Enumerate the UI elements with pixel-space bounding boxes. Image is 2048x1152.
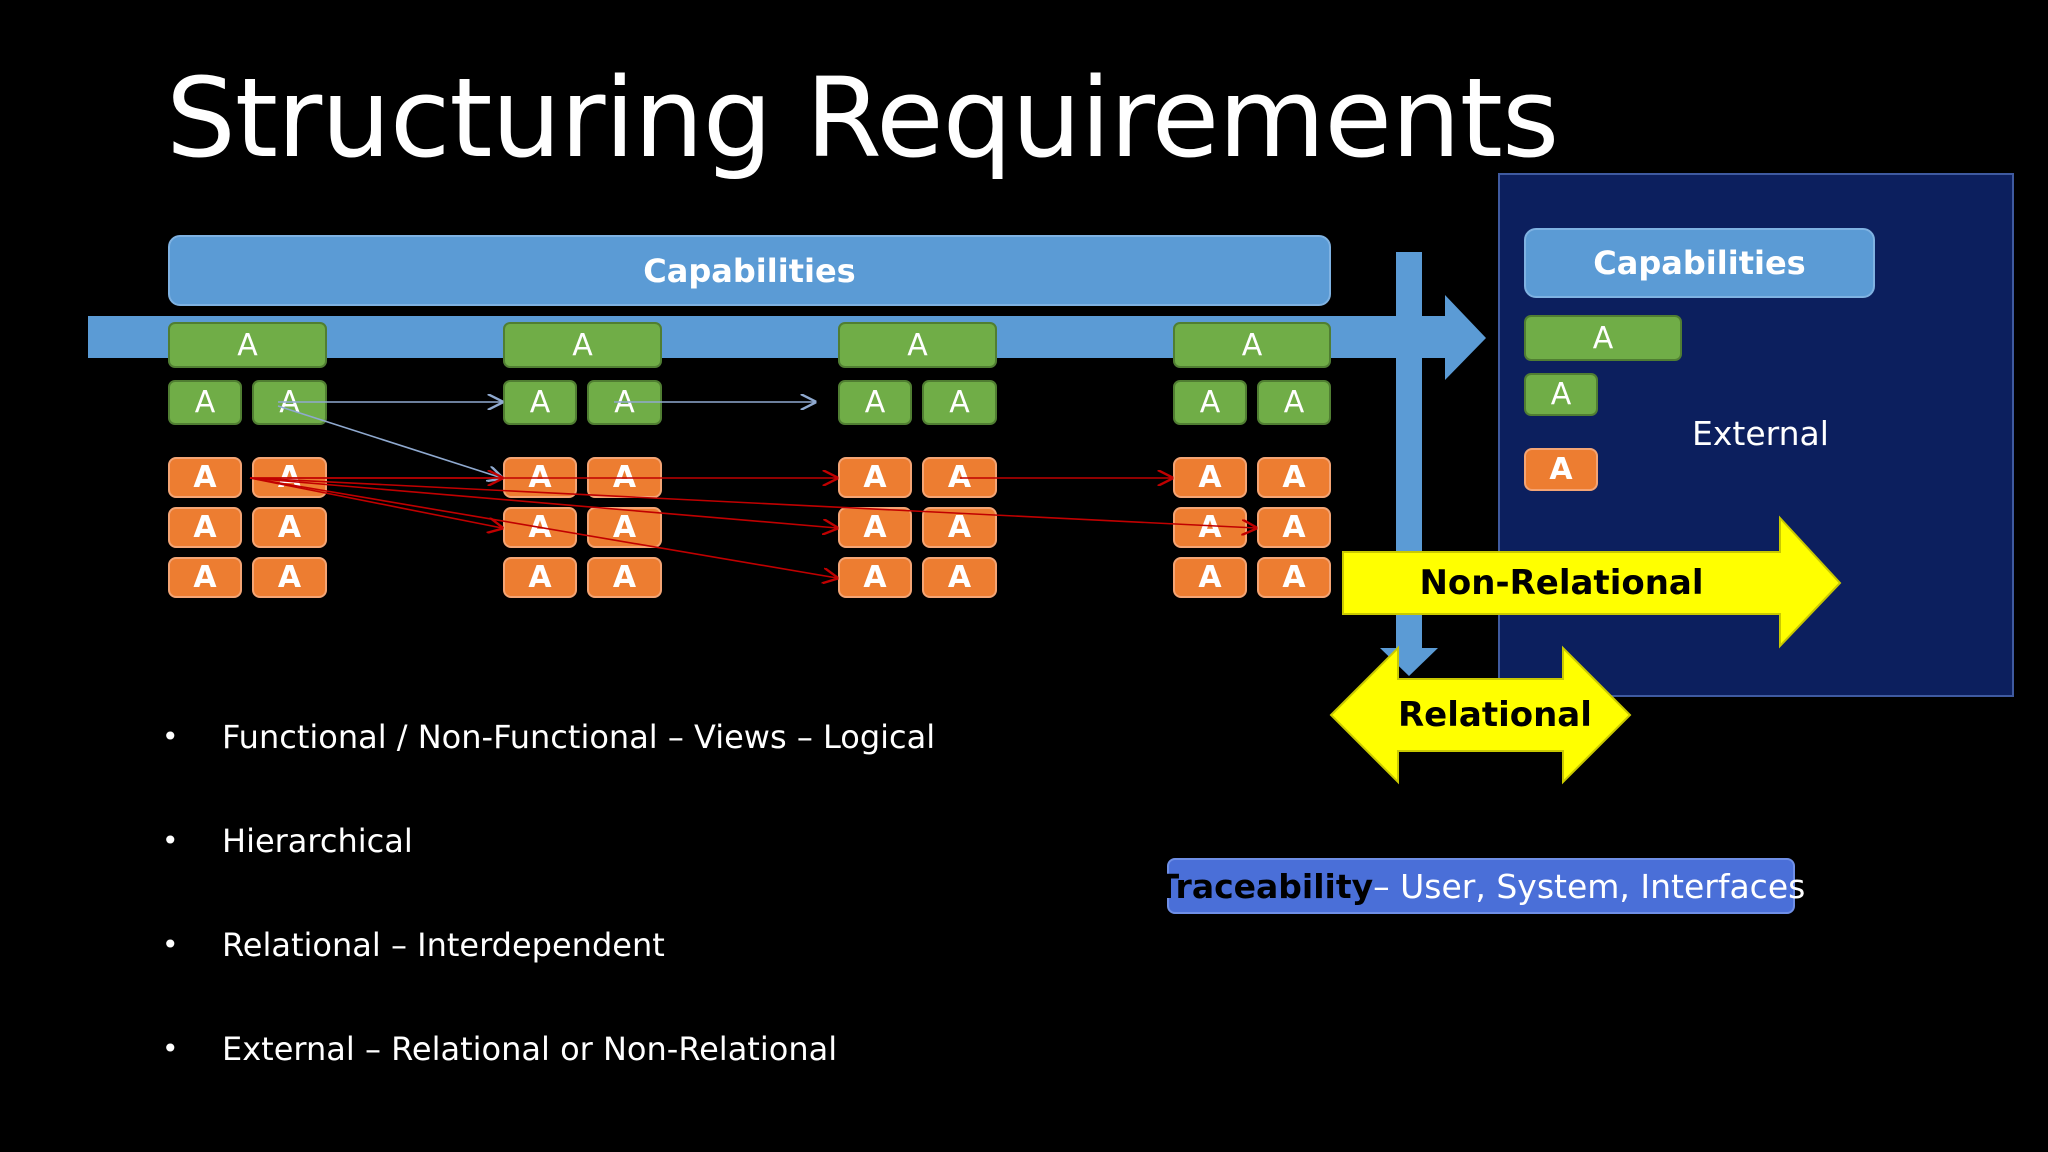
traceability-bar: Traceability – User, System, Interfaces	[1157, 858, 1805, 914]
green-child-block: A	[922, 380, 997, 425]
green-parent-block: A	[168, 322, 327, 368]
external-capabilities-bar: Capabilities	[1524, 228, 1875, 298]
relational-label: Relational	[1398, 695, 1592, 735]
orange-block: A	[922, 557, 997, 598]
red-link	[249, 477, 1256, 528]
bullet-item: External – Relational or Non-Relational	[160, 1024, 1060, 1128]
external-green-parent-block: A	[1524, 315, 1682, 361]
capabilities-bar: Capabilities	[168, 235, 1331, 306]
orange-block: A	[252, 507, 327, 548]
bullet-item: Hierarchical	[160, 816, 1060, 920]
non-relational-arrow	[1342, 515, 1842, 649]
relational-arrow	[1329, 645, 1632, 785]
red-link	[249, 477, 837, 578]
bullet-item: Relational – Interdependent	[160, 920, 1060, 1024]
external-green-child-block: A	[1524, 373, 1598, 416]
red-link	[249, 477, 502, 528]
orange-block: A	[168, 557, 242, 598]
orange-block: A	[838, 507, 912, 548]
orange-block: A	[1257, 507, 1331, 548]
green-child-block: A	[503, 380, 577, 425]
timeline-arrow	[88, 295, 1486, 380]
orange-block: A	[252, 557, 327, 598]
orange-block: A	[168, 507, 242, 548]
vertical-arrow	[1380, 252, 1438, 676]
non-relational-label: Non-Relational	[1419, 563, 1704, 603]
orange-block: A	[1173, 457, 1247, 498]
external-orange-block: A	[1524, 448, 1598, 491]
orange-block: A	[1257, 457, 1331, 498]
red-link	[249, 477, 837, 528]
orange-block: A	[503, 557, 577, 598]
green-parent-block: A	[1173, 322, 1331, 368]
orange-block: A	[1257, 557, 1331, 598]
orange-block: A	[168, 457, 242, 498]
bullet-item: Functional / Non-Functional – Views – Lo…	[160, 712, 1060, 816]
green-child-block: A	[168, 380, 242, 425]
green-child-block: A	[1257, 380, 1331, 425]
green-child-block: A	[838, 380, 912, 425]
orange-block: A	[838, 457, 912, 498]
blue-link	[277, 405, 502, 478]
traceability-strong: Traceability	[1156, 866, 1374, 906]
external-label: External	[1692, 414, 1829, 453]
traceability-rest: – User, System, Interfaces	[1373, 866, 1806, 906]
bullet-list: Functional / Non-Functional – Views – Lo…	[160, 712, 1060, 1128]
green-parent-block: A	[503, 322, 662, 368]
slide-title: Structuring Requirements	[166, 54, 1559, 182]
orange-block: A	[587, 557, 662, 598]
orange-block: A	[1173, 557, 1247, 598]
green-child-block: A	[1173, 380, 1247, 425]
green-parent-block: A	[838, 322, 997, 368]
